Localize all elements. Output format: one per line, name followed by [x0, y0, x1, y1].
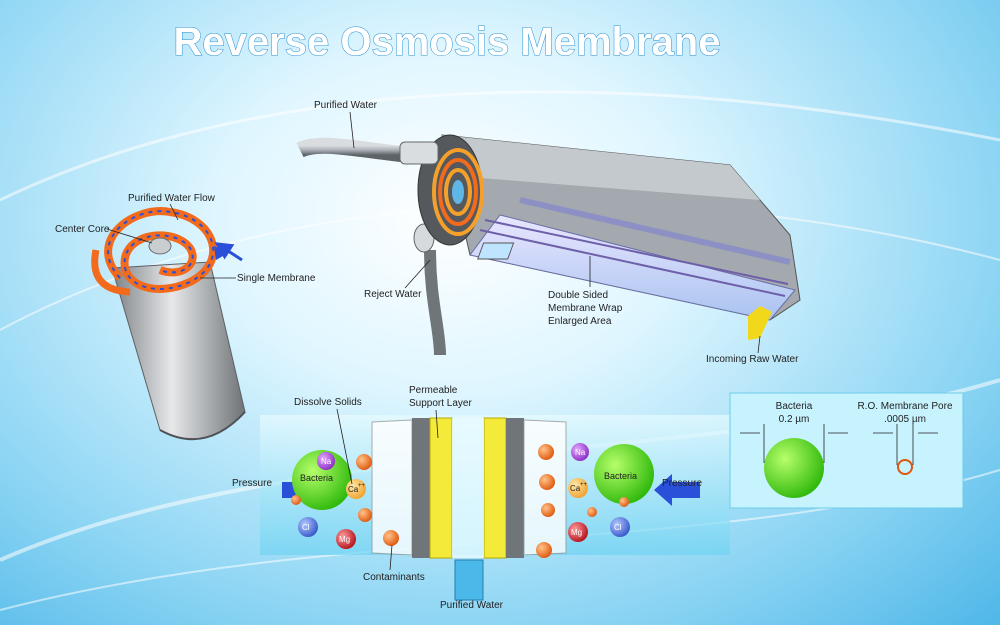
svg-text:Double Sided: Double Sided: [548, 290, 608, 301]
incoming-raw-water-label: Incoming Raw Water: [706, 354, 799, 365]
center-core-label: Center Core: [55, 224, 110, 235]
pressure-left-label: Pressure: [232, 478, 272, 489]
bacteria-size-value: 0.2 µm: [779, 414, 810, 425]
center-core: [148, 237, 172, 255]
calcium-ion-left: [346, 479, 366, 499]
membrane-tail: [91, 249, 131, 296]
cartridge-spiral-layers: [432, 148, 484, 236]
enlarged-area-label: Double Sided Membrane Wrap Enlarged Area: [548, 290, 623, 327]
pore-size-circle: [897, 459, 913, 475]
outlet-fitting: [399, 141, 439, 165]
chloride-text-left: Cl: [302, 523, 310, 532]
enlarged-area-marker: [477, 242, 515, 260]
size-comparison-box: [729, 392, 964, 509]
svg-text:Membrane Wrap: Membrane Wrap: [548, 303, 623, 314]
membrane-cartridge: [296, 134, 801, 356]
purified-water-flow-label: Purified Water Flow: [128, 193, 216, 204]
calcium-ion-right: [568, 478, 588, 498]
reject-water-label: Reject Water: [364, 289, 422, 300]
sodium-text-left: Na: [321, 457, 332, 466]
purified-flow-path: [107, 210, 215, 290]
raw-water-stream: [748, 306, 772, 340]
calcium-text-left: Ca: [348, 485, 359, 494]
inflow-arrow-icon: [214, 242, 243, 262]
particles-left: [291, 450, 399, 549]
spiral-cylinder: [91, 207, 246, 441]
calcium-text-right: Ca: [570, 484, 581, 493]
calcium-charge-left: ++: [358, 483, 366, 489]
bacteria-left: [292, 450, 352, 510]
bacteria-text-left: Bacteria: [300, 473, 333, 483]
bacteria-right: [594, 444, 654, 504]
svg-text:Enlarged Area: Enlarged Area: [548, 316, 612, 327]
purified-water-outlet: [454, 559, 484, 601]
pressure-right-label: Pressure: [662, 478, 702, 489]
magnesium-text-left: Mg: [339, 535, 350, 544]
magnesium-ion-right: [568, 522, 588, 542]
svg-text:Permeable: Permeable: [409, 385, 458, 396]
contaminants-label: Contaminants: [363, 572, 425, 583]
chloride-text-right: Cl: [614, 523, 622, 532]
calcium-charge-right: ++: [580, 482, 588, 488]
chloride-ion-right: [610, 517, 630, 537]
purified-water-tube: [296, 137, 411, 163]
purified-water-top-label: Purified Water: [314, 100, 378, 111]
pore-size-label: R.O. Membrane Pore: [857, 401, 952, 412]
svg-text:Support Layer: Support Layer: [409, 398, 472, 409]
pore-size-value: .0005 µm: [884, 414, 926, 425]
reject-water-tube: [424, 249, 446, 356]
sodium-ion-right: [571, 443, 589, 461]
chloride-ion-left: [298, 517, 318, 537]
magnesium-ion-left: [336, 529, 356, 549]
single-membrane-label: Single Membrane: [237, 273, 316, 284]
pressure-arrow-right-icon: [654, 474, 700, 506]
bacteria-size-circle: [764, 438, 824, 498]
dissolve-solids-label: Dissolve Solids: [294, 397, 362, 408]
permeable-support-layer-label: Permeable Support Layer: [409, 385, 472, 409]
sodium-ion-left: [317, 452, 335, 470]
purified-water-bottom-label: Purified Water: [440, 600, 504, 611]
particles-right: [536, 443, 654, 558]
page-title: Reverse Osmosis Membrane: [174, 20, 721, 64]
magnesium-text-right: Mg: [571, 528, 582, 537]
bacteria-text-right: Bacteria: [604, 471, 637, 481]
bacteria-size-label: Bacteria: [776, 401, 813, 412]
sodium-text-right: Na: [575, 448, 586, 457]
